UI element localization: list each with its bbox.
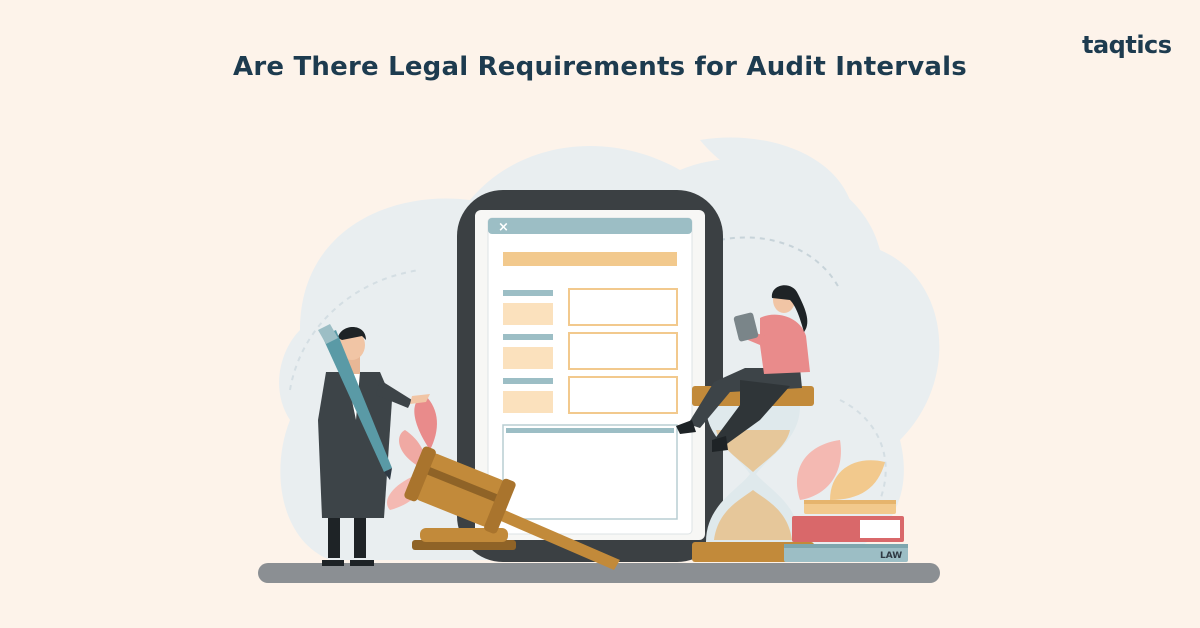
woman-figure: [676, 285, 810, 452]
brand-logo[interactable]: taqtics: [1082, 31, 1172, 59]
page-title: Are There Legal Requirements for Audit I…: [233, 52, 967, 82]
close-icon[interactable]: ×: [498, 220, 509, 235]
lawyer-figure: [318, 327, 430, 566]
dashed-arc: [839, 399, 887, 501]
book-law-label: LAW: [880, 551, 902, 561]
floor-bar: [258, 563, 940, 583]
books-icon: [784, 500, 908, 562]
dashed-arc: [719, 236, 841, 291]
gavel-icon: [404, 446, 620, 570]
tablet-device-icon: [457, 190, 723, 562]
plant-right: [796, 440, 885, 500]
pen-icon: [318, 324, 392, 480]
dashed-arc: [289, 269, 421, 391]
